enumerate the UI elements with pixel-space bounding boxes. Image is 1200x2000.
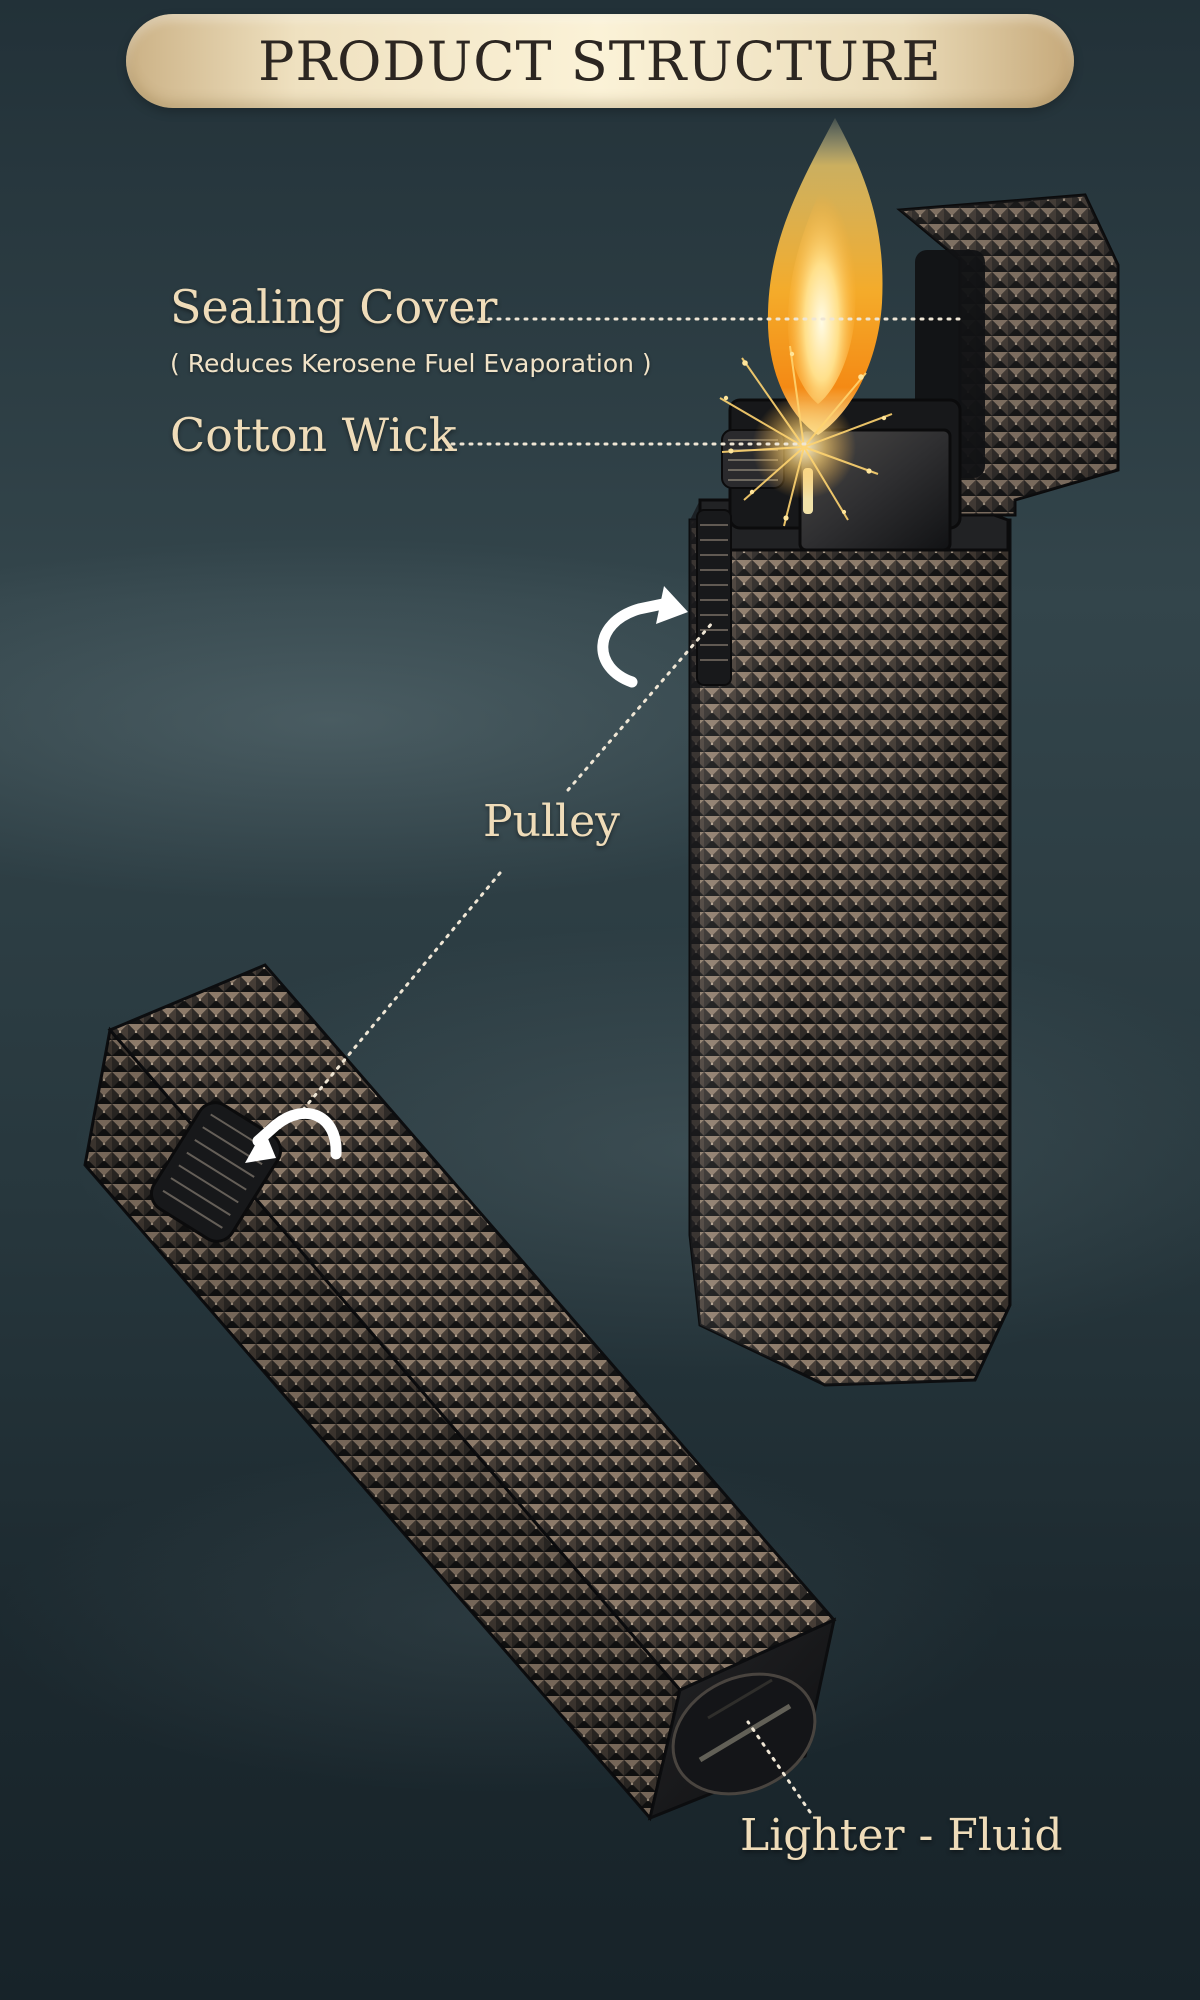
wick-chimney (798, 428, 952, 552)
lying-lighter-top-face (107, 963, 837, 1692)
upright-lighter-body-gloss (690, 520, 1010, 1385)
title-banner: PRODUCT STRUCTURE (126, 14, 1074, 108)
pulley-leader-bottom (295, 871, 502, 1119)
curved-arrow-icon (597, 586, 688, 688)
lying-lighter-side-face (83, 1026, 682, 1822)
pulley-wheel-lying-teeth (162, 1113, 271, 1229)
top-chamber (698, 498, 1010, 552)
lighter-fluid-label: Lighter - Fluid (740, 1810, 1063, 1861)
cotton-wick-label: Cotton Wick (170, 408, 457, 462)
cotton-wick (803, 468, 813, 514)
upright-lighter (688, 118, 1120, 1387)
sparks-icon (719, 345, 893, 527)
fuel-screw-slot-secondary (707, 1678, 773, 1720)
sealing-cover-label: Sealing Cover (170, 280, 498, 334)
pulley-leader-top (566, 620, 715, 792)
lighter-fluid-leader (746, 1720, 812, 1814)
lying-lighter (83, 963, 837, 1822)
sealing-cover-inner (915, 250, 985, 478)
page-title: PRODUCT STRUCTURE (258, 29, 942, 93)
pulley-wheel-lying (149, 1101, 283, 1243)
upright-side-face (690, 500, 700, 1320)
curved-arrow-icon (245, 1108, 342, 1163)
upright-lighter-body (688, 518, 1012, 1387)
flame-icon (767, 118, 883, 435)
fuel-screw-cap (671, 1672, 817, 1796)
sealing-cover-note: ( Reduces Kerosene Fuel Evaporation ) (170, 349, 652, 378)
lying-lighter-shade (85, 1030, 680, 1818)
sealing-cover (896, 193, 1120, 517)
wick-housing (728, 398, 962, 530)
sealing-cover-shade (900, 195, 1118, 515)
pulley-wheel-upright (696, 509, 732, 686)
annotation-lines (295, 317, 964, 1814)
flint-wheel (721, 429, 785, 489)
flint-wheel-teeth (728, 439, 778, 481)
fuel-screw-slot (698, 1703, 792, 1763)
lying-lighter-bottom-face (647, 1617, 837, 1821)
pulley-label: Pulley (483, 796, 620, 847)
